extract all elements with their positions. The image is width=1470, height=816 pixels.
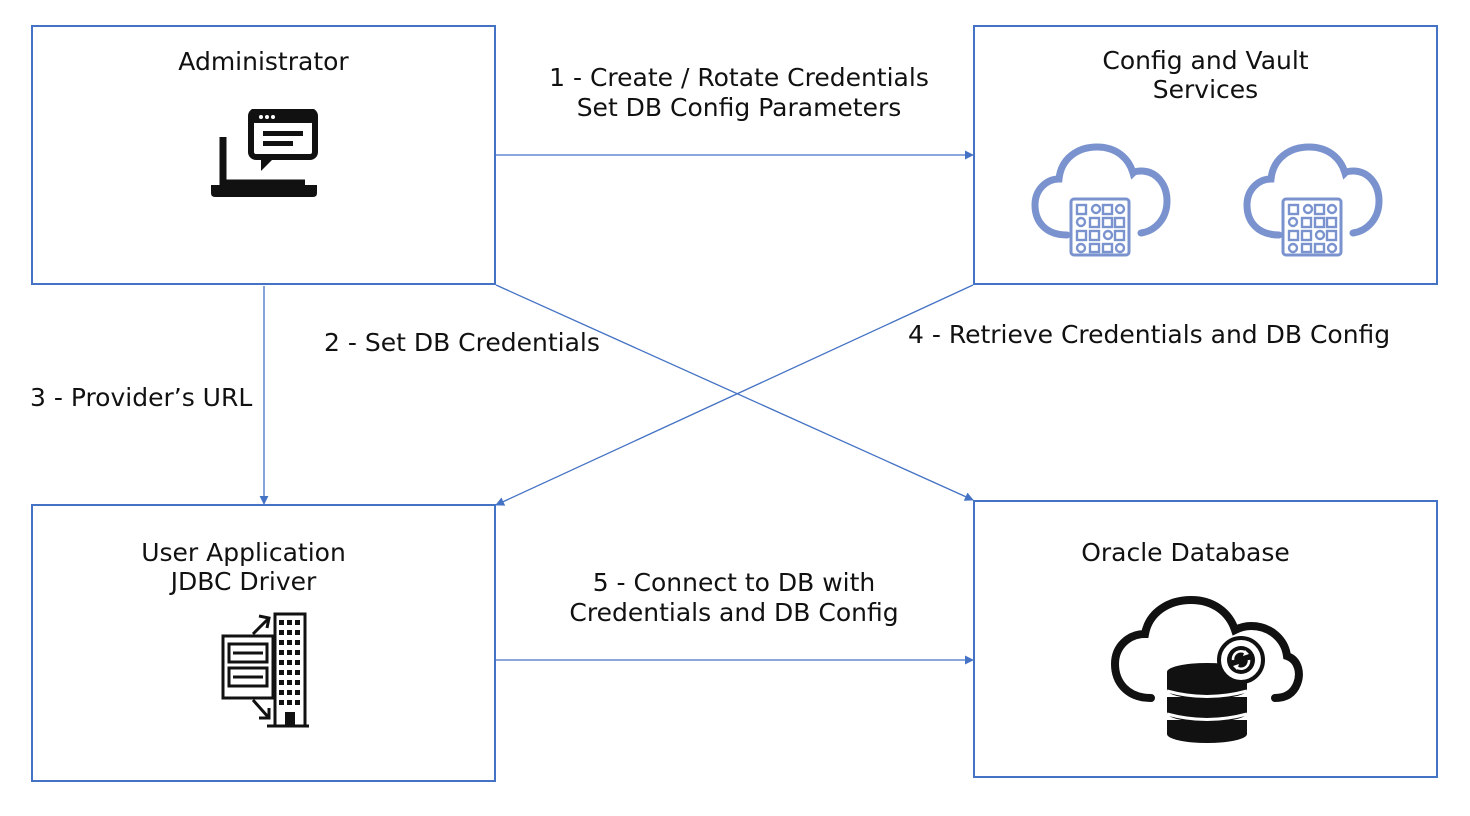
edge-2-label: 2 - Set DB Credentials [324,328,600,357]
edge-5-label-line2: Credentials and DB Config [569,598,899,627]
config-vault-title-line1: Config and Vault [1102,46,1309,75]
administrator-title: Administrator [178,47,349,76]
cloud-database-icon [1110,595,1303,743]
config-vault-node: Config and Vault Services [973,25,1438,285]
edge-3-label: 3 - Provider’s URL [30,383,253,412]
edge-4-label: 4 - Retrieve Credentials and DB Config [908,320,1391,349]
edge-5-label-line1: 5 - Connect to DB with [592,568,876,597]
oracle-database-node: Oracle Database [973,500,1438,778]
config-vault-title-line2: Services [1152,75,1259,104]
administrator-node: Administrator [31,25,496,285]
edge-1-label-line2: Set DB Config Parameters [576,93,902,122]
server-building-icon [221,612,309,728]
laptop-chat-icon [211,109,318,197]
user-application-node: User Application JDBC Driver [31,504,496,782]
edge-4-arrow [495,284,974,506]
oracle-database-title: Oracle Database [1081,538,1290,567]
edge-1-label-line1: 1 - Create / Rotate Credentials [549,63,929,92]
user-application-title-line2: JDBC Driver [170,567,317,596]
cloud-grid-icon [1243,143,1383,257]
user-application-title-line1: User Application [141,538,346,567]
cloud-grid-icon [1031,143,1171,257]
edge-2-arrow [495,284,974,501]
